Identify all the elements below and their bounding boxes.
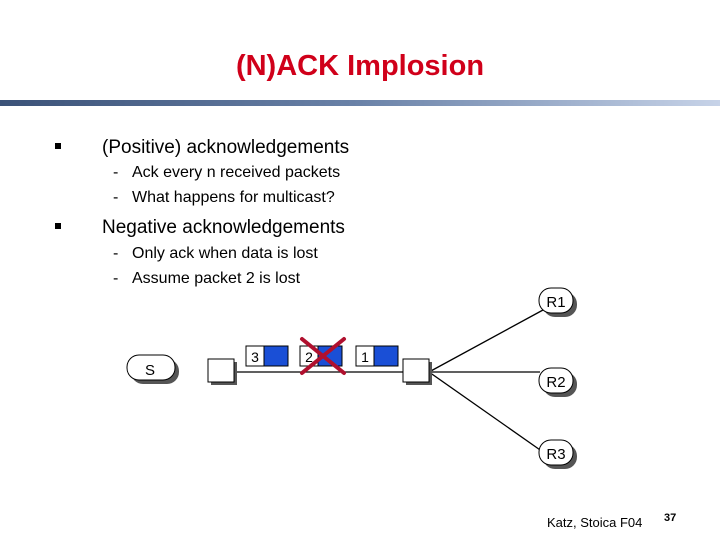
packet-header bbox=[355, 345, 375, 367]
receiver-node-r1: R1 bbox=[538, 287, 577, 317]
receiver-label: R3 bbox=[546, 446, 565, 463]
sub-bullet-text: Only ack when data is lost bbox=[132, 245, 318, 262]
bullet-negative-ack: Negative acknowledgements bbox=[55, 217, 345, 239]
node-shape bbox=[538, 439, 574, 466]
sub-bullet-dash: - bbox=[113, 164, 119, 181]
page-number: 37 bbox=[664, 512, 677, 524]
packet-label: 2 bbox=[305, 349, 313, 365]
source-node: S bbox=[126, 354, 179, 384]
router-box bbox=[207, 358, 235, 383]
source-label: S bbox=[145, 362, 155, 379]
sub-bullet-dash: - bbox=[113, 245, 119, 262]
bullet-square-icon bbox=[55, 223, 61, 229]
receiver-label: R2 bbox=[546, 374, 565, 391]
sub-bullet-dash: - bbox=[113, 189, 119, 206]
receiver-label: R1 bbox=[546, 294, 565, 311]
router-node bbox=[402, 358, 432, 385]
sub-bullet: -What happens for multicast? bbox=[113, 189, 335, 207]
packet-label: 1 bbox=[361, 349, 369, 365]
sub-bullet: -Ack every n received packets bbox=[113, 164, 340, 182]
slide-title: (N)ACK Implosion bbox=[235, 50, 485, 82]
node-shape bbox=[538, 287, 574, 314]
bullet-text: Negative acknowledgements bbox=[102, 217, 345, 238]
sub-bullet: -Only ack when data is lost bbox=[113, 245, 318, 263]
receiver-node-r3: R3 bbox=[538, 439, 577, 469]
packet-1: 1 bbox=[355, 345, 399, 367]
sub-bullet: -Assume packet 2 is lost bbox=[113, 270, 300, 288]
network-links bbox=[234, 309, 544, 453]
receiver-node-r2: R2 bbox=[538, 367, 577, 397]
bullet-positive-ack: (Positive) acknowledgements bbox=[55, 137, 349, 159]
router-box bbox=[402, 358, 430, 383]
bullet-text: (Positive) acknowledgements bbox=[102, 137, 350, 158]
router-node bbox=[207, 358, 237, 385]
sub-bullet-dash: - bbox=[113, 270, 119, 287]
packet-3: 3 bbox=[245, 345, 289, 367]
node-shape bbox=[538, 367, 574, 394]
link-to-r1 bbox=[428, 309, 544, 373]
title-divider bbox=[0, 100, 720, 106]
sub-bullet-text: Ack every n received packets bbox=[132, 164, 341, 181]
packet-label: 3 bbox=[251, 349, 259, 365]
node-shape bbox=[126, 354, 176, 381]
link-to-r3 bbox=[428, 371, 544, 453]
sub-bullet-text: What happens for multicast? bbox=[132, 189, 335, 206]
sub-bullet-text: Assume packet 2 is lost bbox=[132, 270, 301, 287]
footer-author: Katz, Stoica F04 bbox=[547, 515, 643, 530]
bullet-square-icon bbox=[55, 143, 61, 149]
packet-header bbox=[245, 345, 265, 367]
lost-x-icon bbox=[300, 337, 346, 375]
